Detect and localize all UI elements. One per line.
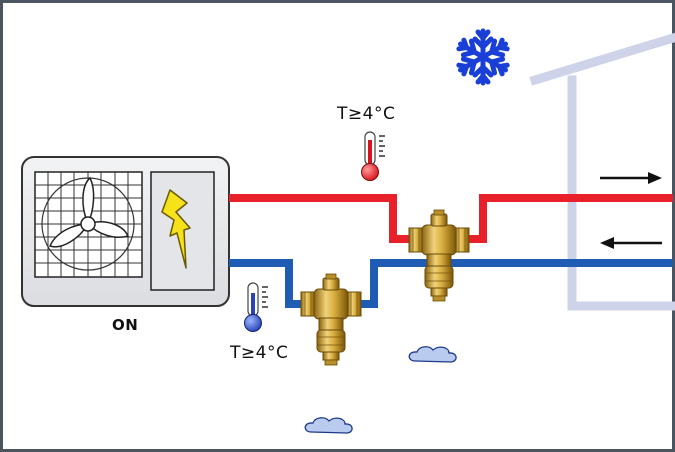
return-temp-label: T≥4°C — [230, 343, 289, 363]
supply-temp-label: T≥4°C — [337, 104, 396, 124]
lightning-icon — [161, 189, 191, 269]
thermometer-icon — [244, 282, 268, 332]
snowflake-icon — [456, 28, 509, 83]
thermometer-icon — [361, 131, 385, 181]
arrow-right-icon — [600, 172, 662, 184]
heat-pump-unit — [21, 156, 230, 307]
unit-status-label: ON — [112, 316, 139, 334]
fan-icon — [34, 171, 143, 278]
house-outline — [529, 32, 675, 311]
arrow-left-icon — [600, 237, 662, 249]
